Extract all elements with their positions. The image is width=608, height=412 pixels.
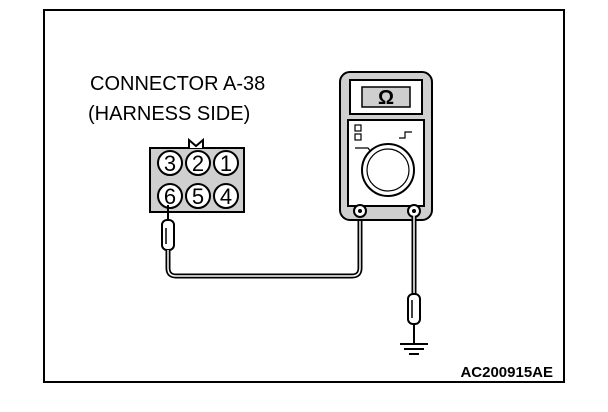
ground-icon [400,343,428,355]
terminal-2 [185,150,211,176]
ohm-icon: Ω [378,87,394,109]
terminal-1 [213,150,239,176]
figure-code: AC200915AE [460,364,553,381]
terminal-label-4: 4 [220,184,232,209]
probe-ground [407,293,421,344]
multimeter: Ω [339,71,433,221]
connector-title: CONNECTOR A-38 [90,73,265,95]
terminal-3 [157,150,183,176]
terminal-label-2: 2 [192,151,204,176]
connector-side-label: (HARNESS SIDE) [88,103,250,125]
terminal-4 [213,183,239,209]
figure-frame [43,9,565,383]
probe-terminal-6 [161,205,175,251]
terminal-6 [157,183,183,209]
connector-a38: 3 2 1 6 5 4 [149,137,245,213]
connector-lock-icon [188,137,204,148]
terminal-label-5: 5 [192,184,204,209]
terminal-label-6: 6 [164,184,176,209]
terminal-5 [185,183,211,209]
meter-dial [361,143,415,197]
terminal-label-3: 3 [164,151,176,176]
terminal-label-1: 1 [220,151,232,176]
